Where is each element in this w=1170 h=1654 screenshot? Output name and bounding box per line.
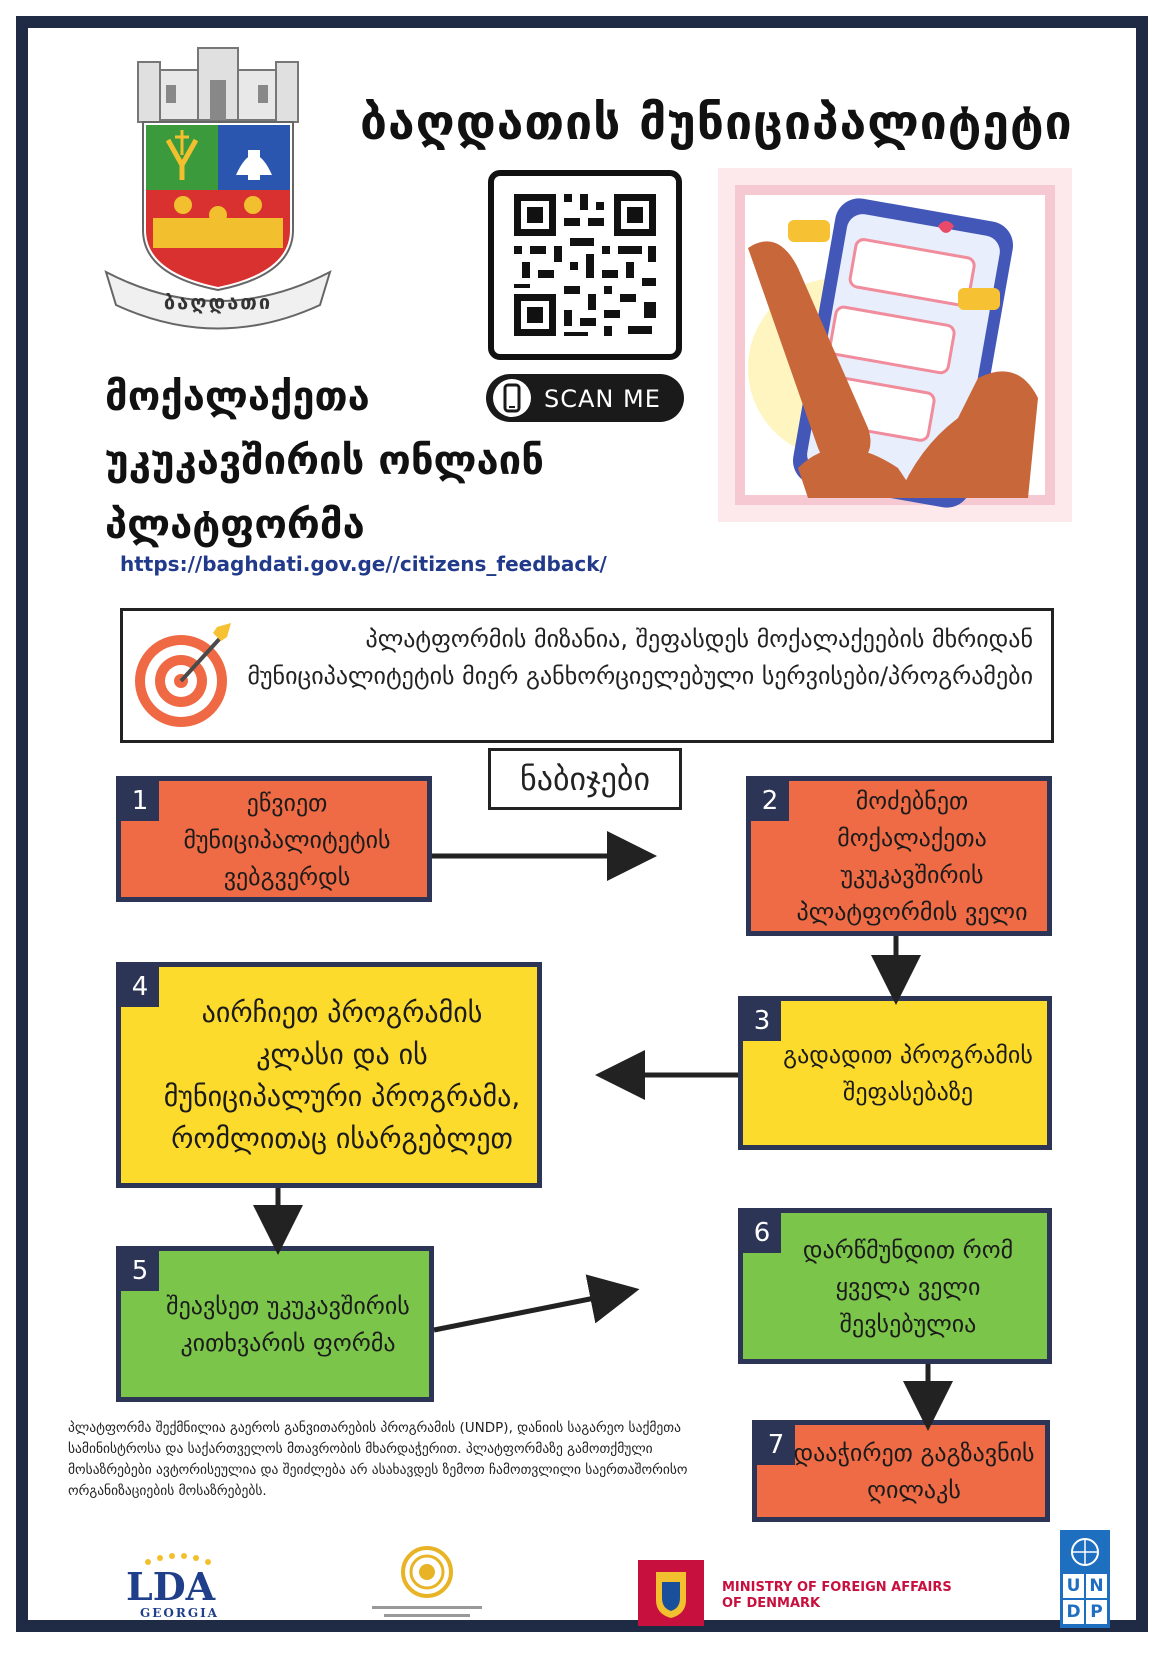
undp-letter-p: P xyxy=(1086,1600,1107,1624)
denmark-mfa-logo: MINISTRY OF FOREIGN AFFAIRS OF DENMARK xyxy=(638,1560,952,1626)
un-globe-icon xyxy=(1071,1538,1099,1566)
step-2-box: 2 მოძებნეთ მოქალაქეთა უკუკავშირის პლატფო… xyxy=(746,776,1052,936)
scan-me-label: SCAN ME xyxy=(544,385,661,413)
step-3-box: 3 გადადით პროგრამის შეფასებაზე xyxy=(738,996,1052,1150)
stars-icon xyxy=(145,1553,211,1565)
qr-code-icon xyxy=(514,194,656,336)
platform-goal-box: პლატფორმის მიზანია, შეფასდეს მოქალაქეები… xyxy=(120,608,1054,743)
step-3-number: 3 xyxy=(743,1001,781,1041)
denmark-mfa-line-1: MINISTRY OF FOREIGN AFFAIRS xyxy=(722,1580,952,1595)
step-7-text: დააჭირეთ გაგზავნის ღილაკს xyxy=(793,1439,1035,1504)
step-2-number: 2 xyxy=(751,781,789,821)
step-1-text: ეწვიეთ მუნიციპალიტეტის ვებგვერდს xyxy=(183,788,391,891)
danish-coat-of-arms-icon xyxy=(638,1560,704,1626)
government-emblem-icon xyxy=(372,1546,482,1617)
disclaimer-text: პლატფორმა შექმნილია გაეროს განვითარების … xyxy=(68,1420,688,1499)
step-6-number: 6 xyxy=(743,1213,781,1253)
undp-letter-u: U xyxy=(1063,1574,1084,1598)
platform-title-line-2: უკუკავშირის ონლაინ xyxy=(105,438,544,484)
step-6-box: 6 დარწმუნდით რომ ყველა ველი შევსებულია xyxy=(738,1208,1052,1364)
platform-title: მოქალაქეთა უკუკავშირის ონლაინ პლატფორმა xyxy=(105,365,665,557)
step-4-number: 4 xyxy=(121,967,159,1007)
emblem-ribbon-text: ბაღდათი xyxy=(163,290,273,314)
denmark-mfa-line-2: OF DENMARK xyxy=(722,1596,821,1611)
step-5-box: 5 შეავსეთ უკუკავშირის კითხვარის ფორმა xyxy=(116,1246,434,1402)
step-2-text: მოძებნეთ მოქალაქეთა უკუკავშირის პლატფორმ… xyxy=(796,787,1028,926)
undp-letter-d: D xyxy=(1063,1600,1084,1624)
step-3-text: გადადით პროგრამის შეფასებაზე xyxy=(783,1041,1033,1106)
municipality-title: ბაღდათის მუნიციპალიტეტი xyxy=(360,95,1073,151)
lda-georgia-logo: LDA GEORGIA xyxy=(118,1550,238,1626)
step-7-number: 7 xyxy=(757,1425,795,1465)
platform-url-link[interactable]: https://baghdati.gov.ge//citizens_feedba… xyxy=(120,552,607,576)
coat-of-arms: ბაღდათი xyxy=(98,40,338,330)
step-4-text: აირჩიეთ პროგრამის კლასი და ის მუნიციპალუ… xyxy=(163,996,521,1155)
scan-me-badge: SCAN ME xyxy=(486,374,684,422)
undp-logo: U N D P xyxy=(1060,1530,1110,1628)
georgian-government-logo xyxy=(362,1546,492,1626)
platform-title-line-3: პლატფორმა xyxy=(105,502,365,548)
undp-grid: U N D P xyxy=(1063,1574,1107,1624)
lda-logo-main: LDA xyxy=(126,1564,216,1609)
lda-logo-sub: GEORGIA xyxy=(140,1606,219,1620)
step-6-text: დარწმუნდით რომ ყველა ველი შევსებულია xyxy=(802,1235,1014,1338)
phone-icon xyxy=(493,379,531,417)
platform-goal-text: პლატფორმის მიზანია, შეფასდეს მოქალაქეები… xyxy=(247,625,1033,690)
step-1-number: 1 xyxy=(121,781,159,821)
platform-title-line-1: მოქალაქეთა xyxy=(105,374,370,420)
coat-of-arms-icon xyxy=(104,47,332,330)
step-1-box: 1 ეწვიეთ მუნიციპალიტეტის ვებგვერდს xyxy=(116,776,432,902)
step-7-box: 7 დააჭირეთ გაგზავნის ღილაკს xyxy=(752,1420,1050,1522)
undp-letter-n: N xyxy=(1086,1574,1107,1598)
step-5-text: შეავსეთ უკუკავშირის კითხვარის ფორმა xyxy=(166,1292,410,1357)
step-4-box: 4 აირჩიეთ პროგრამის კლასი და ის მუნიციპა… xyxy=(116,962,542,1188)
step-5-number: 5 xyxy=(121,1251,159,1291)
steps-title: ნაბიჯები xyxy=(488,748,682,810)
feedback-illustration xyxy=(718,168,1072,522)
phone-feedback-illustration-icon xyxy=(718,168,1072,522)
target-icon xyxy=(135,623,231,727)
qr-code[interactable] xyxy=(488,170,682,360)
